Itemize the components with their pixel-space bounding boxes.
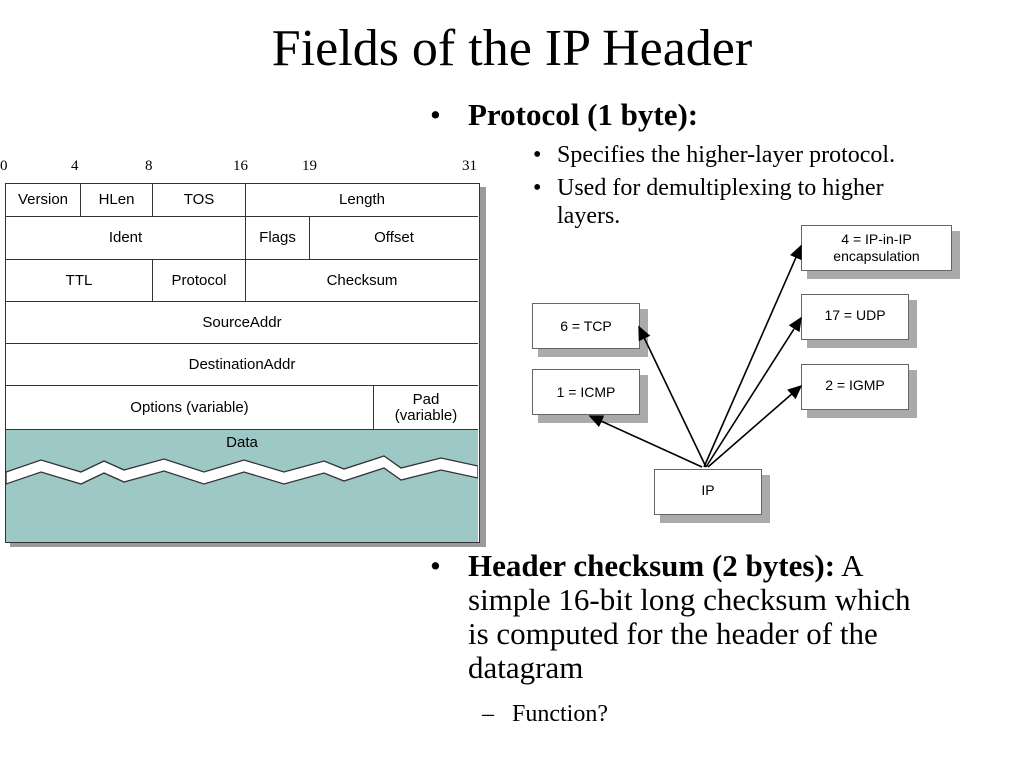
arrow-to-tcp — [638, 325, 707, 468]
field-checksum: Checksum — [246, 260, 478, 302]
field-ttl: TTL — [6, 260, 153, 302]
field-offset: Offset — [310, 217, 478, 260]
field-hlen: HLen — [81, 184, 153, 217]
field-data: Data — [226, 434, 258, 451]
data-region — [6, 430, 478, 542]
field-ident: Ident — [6, 217, 246, 260]
bullet-checksum: • Header checksum (2 bytes): A simple 16… — [430, 548, 911, 685]
field-pad: Pad (variable) — [374, 386, 478, 430]
bullet-glyph: • — [430, 97, 441, 132]
ip-header-diagram: Version HLen TOS Length Ident Flags Offs… — [5, 183, 480, 543]
protocol-box-icmp: 1 = ICMP — [532, 369, 640, 415]
protocol-box-udp: 17 = UDP — [801, 294, 909, 340]
checksum-sub-function: – Function? — [482, 701, 608, 727]
arrow-to-icmp — [588, 415, 703, 468]
protocol-box-ip-in-ip: 4 = IP-in-IP encapsulation — [801, 225, 952, 271]
field-tos: TOS — [153, 184, 246, 217]
arrow-to-ip-in-ip — [703, 244, 802, 468]
bit-label-4: 4 — [71, 158, 79, 174]
field-flags: Flags — [246, 217, 310, 260]
protocol-heading: Protocol (1 byte): — [468, 97, 699, 132]
bullet-protocol: • Protocol (1 byte): — [430, 97, 699, 132]
checksum-heading: Header checksum (2 bytes): — [468, 548, 836, 583]
field-version: Version — [6, 184, 81, 217]
bit-label-16: 16 — [233, 158, 248, 174]
bit-label-0: 0 — [0, 158, 8, 174]
field-destinationaddr: DestinationAddr — [6, 344, 478, 386]
protocol-sub-2: • Used for demultiplexing to higher laye… — [533, 175, 884, 229]
field-length: Length — [246, 184, 478, 217]
protocol-sub-1: • Specifies the higher-layer protocol. — [533, 142, 896, 168]
bit-label-8: 8 — [145, 158, 153, 174]
bit-label-31: 31 — [462, 158, 477, 174]
protocol-box-ip: IP — [654, 469, 762, 515]
field-protocol: Protocol — [153, 260, 246, 302]
bit-label-19: 19 — [302, 158, 317, 174]
data-break-wave — [6, 455, 478, 485]
protocol-box-tcp: 6 = TCP — [532, 303, 640, 349]
field-options: Options (variable) — [6, 386, 374, 430]
slide-title: Fields of the IP Header — [271, 20, 753, 77]
arrow-to-igmp — [707, 384, 803, 468]
field-sourceaddr: SourceAddr — [6, 302, 478, 344]
arrow-to-udp — [705, 316, 802, 468]
protocol-box-igmp: 2 = IGMP — [801, 364, 909, 410]
